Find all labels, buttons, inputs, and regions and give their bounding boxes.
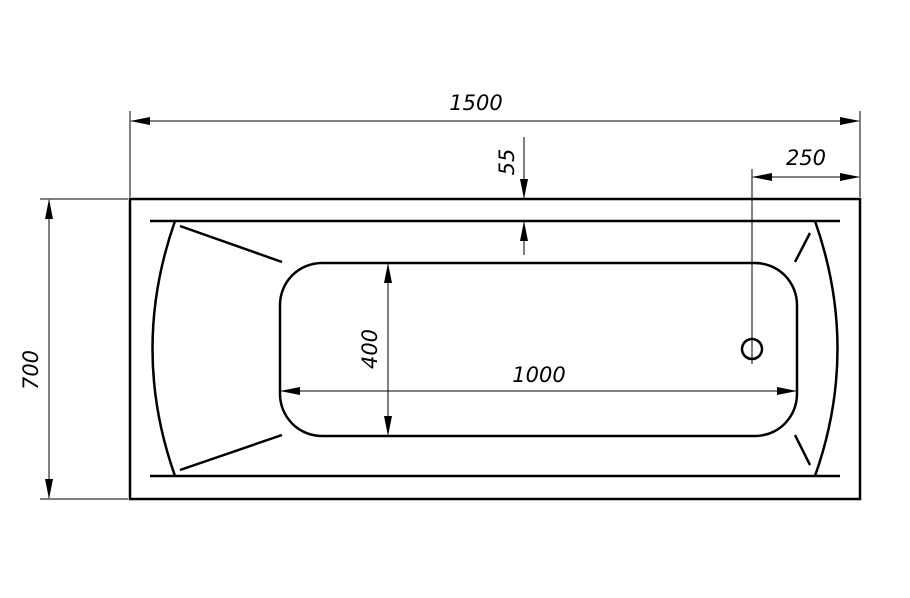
dimension-label-drain-offset: 250 [786, 146, 826, 170]
dimension-label-inner-length: 1000 [512, 363, 565, 387]
left-headrest-line-bottom [179, 433, 283, 472]
dimension-label-overall-width: 700 [19, 350, 43, 390]
tub-outer-outline [128, 197, 862, 501]
dimension-label-overall-length: 1500 [449, 91, 502, 115]
inner-basin-outline [278, 261, 799, 438]
dimension-label-inner-width: 400 [358, 329, 382, 369]
left-end-curve [151, 220, 177, 477]
dimension-label-rim-offset: 55 [495, 149, 519, 176]
right-end-curve [813, 220, 839, 477]
left-headrest-line-top [179, 224, 283, 264]
right-contour-tick-top [793, 232, 812, 263]
right-contour-tick-bottom [793, 434, 812, 466]
